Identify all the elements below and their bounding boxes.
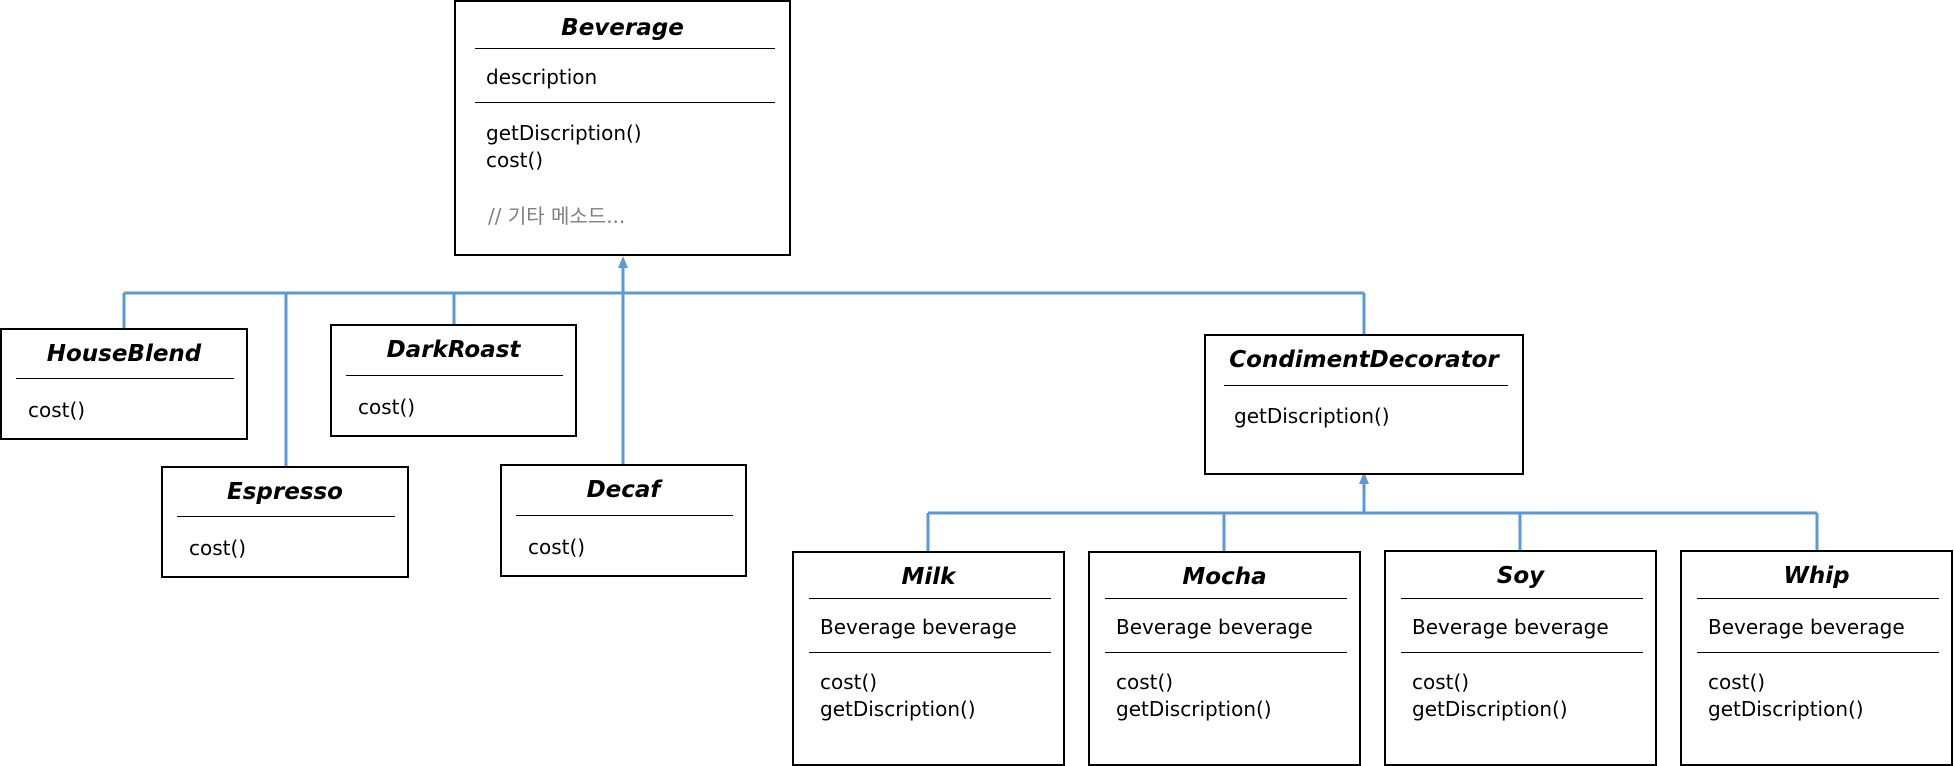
divider <box>809 652 1051 653</box>
divider <box>516 515 733 516</box>
divider <box>16 378 234 379</box>
class-milk: Milk Beverage beverage cost() getDiscrip… <box>792 551 1065 766</box>
class-name: Soy <box>1496 563 1545 589</box>
divider <box>809 598 1051 599</box>
class-condiment-decorator: CondimentDecorator getDiscription() <box>1204 334 1524 475</box>
class-darkroast: DarkRoast cost() <box>330 324 577 437</box>
class-soy: Soy Beverage beverage cost() getDiscript… <box>1384 550 1657 766</box>
attribute: Beverage beverage <box>1116 615 1313 639</box>
class-name: CondimentDecorator <box>1229 347 1499 373</box>
method: cost() <box>358 395 416 419</box>
attribute: Beverage beverage <box>1708 615 1905 639</box>
method: getDiscription() <box>486 121 642 145</box>
class-name: HouseBlend <box>46 341 202 367</box>
divider <box>346 375 563 376</box>
method: getDiscription() <box>1234 404 1390 428</box>
method: cost() <box>528 535 586 559</box>
method: cost() <box>1116 670 1174 694</box>
method: getDiscription() <box>1412 697 1568 721</box>
method: cost() <box>189 536 247 560</box>
attribute: description <box>486 65 598 89</box>
attribute: Beverage beverage <box>820 615 1017 639</box>
divider <box>177 516 395 517</box>
method: getDiscription() <box>1708 697 1864 721</box>
divider <box>1105 598 1347 599</box>
method: cost() <box>486 148 544 172</box>
class-decaf: Decaf cost() <box>500 464 747 577</box>
divider <box>1105 652 1347 653</box>
class-espresso: Espresso cost() <box>161 466 409 578</box>
attribute: Beverage beverage <box>1412 615 1609 639</box>
method: cost() <box>1708 670 1766 694</box>
class-name: DarkRoast <box>386 337 521 363</box>
class-mocha: Mocha Beverage beverage cost() getDiscri… <box>1088 551 1361 766</box>
class-name: Decaf <box>586 477 661 503</box>
class-name: Mocha <box>1182 564 1267 590</box>
divider <box>475 102 775 103</box>
comment: // 기타 메소드... <box>488 204 626 228</box>
class-name: Whip <box>1783 563 1850 589</box>
divider <box>1401 598 1643 599</box>
divider <box>1697 652 1939 653</box>
divider <box>1401 652 1643 653</box>
class-name: Milk <box>901 564 956 590</box>
method: getDiscription() <box>820 697 976 721</box>
method: cost() <box>1412 670 1470 694</box>
class-name: Beverage <box>561 15 684 41</box>
method: getDiscription() <box>1116 697 1272 721</box>
class-houseblend: HouseBlend cost() <box>0 328 248 440</box>
class-name: Espresso <box>227 479 343 505</box>
class-whip: Whip Beverage beverage cost() getDiscrip… <box>1680 550 1953 766</box>
divider <box>475 48 775 49</box>
method: cost() <box>28 398 86 422</box>
method: cost() <box>820 670 878 694</box>
divider <box>1224 385 1508 386</box>
class-beverage: Beverage description getDiscription() co… <box>454 0 791 256</box>
divider <box>1697 598 1939 599</box>
